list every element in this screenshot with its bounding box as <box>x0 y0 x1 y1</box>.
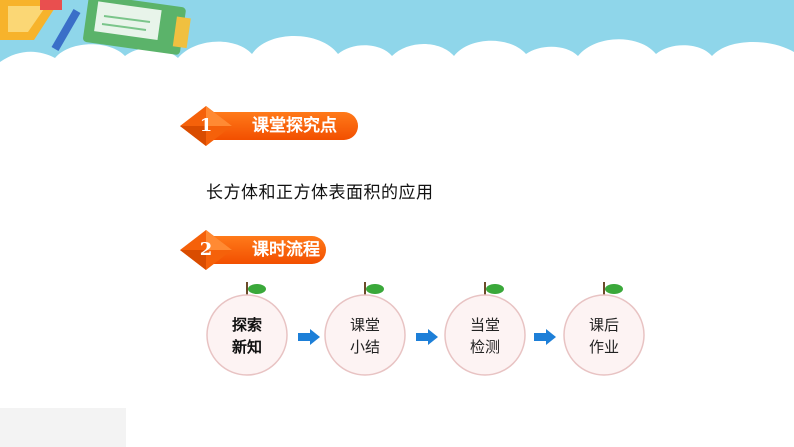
arrow-right-icon <box>534 329 556 345</box>
flow-step-homework[interactable]: 课后 作业 <box>562 280 646 376</box>
apple-icon <box>563 282 645 376</box>
flow-step-explore[interactable]: 探索 新知 <box>205 280 289 376</box>
top-banner <box>0 0 794 80</box>
arrow-right-icon <box>298 329 320 345</box>
section-number-badge-1: 1 <box>178 104 234 148</box>
section-title-1: 课堂探究点 <box>208 112 358 140</box>
flow-step-label: 课后 作业 <box>588 316 619 356</box>
corner-patch <box>0 408 126 447</box>
apple-icon <box>324 282 406 376</box>
apple-icon <box>444 282 526 376</box>
lesson-topic: 长方体和正方体表面积的应用 <box>206 183 434 203</box>
flow-step-label: 探索 新知 <box>231 316 262 356</box>
pencil-icon <box>51 8 81 52</box>
books-icon <box>83 0 191 55</box>
ruler-icon <box>0 0 62 40</box>
arrow-right-icon <box>416 329 438 345</box>
apple-icon <box>206 282 288 376</box>
section-title-2: 课时流程 <box>208 236 326 264</box>
flow-step-test[interactable]: 当堂 检测 <box>443 280 527 376</box>
section-number-1: 1 <box>199 115 213 136</box>
flow-step-summary[interactable]: 课堂 小结 <box>323 280 407 376</box>
section-number-2: 2 <box>199 239 213 260</box>
flow-step-label: 当堂 检测 <box>469 316 500 356</box>
section-header-1: 课堂探究点 1 <box>178 104 368 146</box>
section-header-2: 课时流程 2 <box>178 228 328 270</box>
flow-step-label: 课堂 小结 <box>349 316 380 356</box>
section-number-badge-2: 2 <box>178 228 234 272</box>
